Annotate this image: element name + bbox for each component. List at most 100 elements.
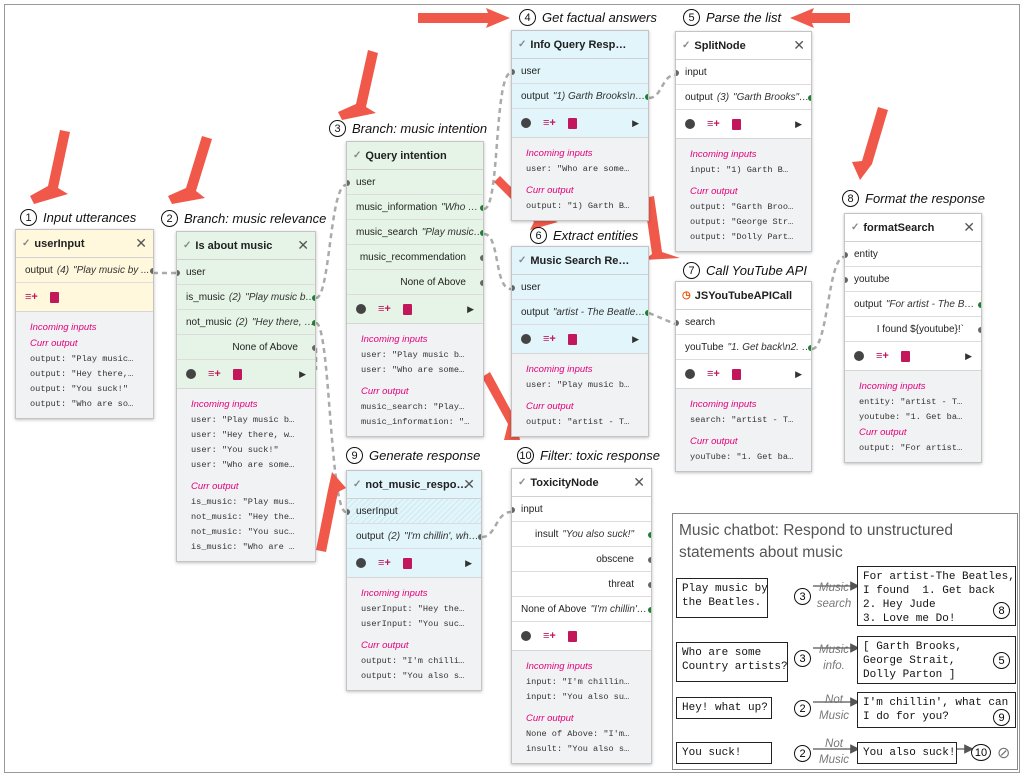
output-dot[interactable] — [808, 95, 811, 101]
node-header[interactable]: ◷JSYouTubeAPICall — [676, 282, 811, 310]
output-dot[interactable] — [312, 320, 315, 326]
output-port-row[interactable]: None of Above"I'm chillin'… — [512, 597, 651, 622]
debug-icon[interactable] — [521, 334, 531, 344]
bookmark-icon[interactable] — [731, 118, 741, 130]
input-dot[interactable] — [845, 277, 848, 283]
output-dot[interactable] — [480, 255, 483, 261]
output-dot[interactable] — [648, 582, 651, 588]
bookmark-icon[interactable] — [567, 117, 577, 129]
debug-icon[interactable] — [521, 631, 531, 641]
play-icon[interactable]: ▶ — [632, 333, 639, 344]
output-dot[interactable] — [312, 345, 315, 351]
input-port-row[interactable]: input — [676, 60, 811, 85]
bookmark-icon[interactable] — [567, 630, 577, 642]
node-header[interactable]: ✓userInput✕ — [16, 230, 153, 258]
play-icon[interactable]: ▶ — [965, 350, 972, 361]
bookmark-icon[interactable] — [232, 368, 242, 380]
input-dot[interactable] — [676, 70, 679, 76]
close-icon[interactable]: ✕ — [297, 237, 309, 253]
output-port-row[interactable]: output"artist - The Beatle… — [512, 300, 648, 325]
node-header[interactable]: ✓Info Query Resp… — [512, 31, 648, 59]
input-dot[interactable] — [347, 180, 350, 186]
output-dot[interactable] — [978, 302, 981, 308]
close-icon[interactable]: ✕ — [963, 219, 975, 235]
output-dot[interactable] — [150, 268, 153, 274]
play-icon[interactable]: ▶ — [465, 557, 472, 568]
node-header[interactable]: ✓not_music_respo…✕ — [347, 471, 481, 499]
add-list-icon[interactable]: ≡+ — [543, 333, 556, 345]
node-youtube-api[interactable]: ◷JSYouTubeAPICall search youTube"1. Get … — [675, 281, 812, 472]
debug-icon[interactable] — [356, 304, 366, 314]
bookmark-icon[interactable] — [567, 333, 577, 345]
input-dot[interactable] — [177, 270, 180, 276]
output-dot[interactable] — [480, 230, 483, 236]
output-port-row[interactable]: youTube"1. Get back\n2. … — [676, 335, 811, 360]
close-icon[interactable]: ✕ — [793, 37, 805, 53]
node-music-search[interactable]: ✓Music Search Re… user output"artist - T… — [511, 246, 649, 437]
debug-icon[interactable] — [186, 369, 196, 379]
node-toxicity[interactable]: ✓ToxicityNode✕ input insult"You also suc… — [511, 468, 652, 764]
output-port-row[interactable]: is_music(2)"Play music b… — [177, 285, 315, 310]
output-port-row[interactable]: I found ${youtube}!` — [845, 317, 981, 342]
play-icon[interactable]: ▶ — [299, 368, 306, 379]
bookmark-icon[interactable] — [402, 303, 412, 315]
add-list-icon[interactable]: ≡+ — [543, 117, 556, 129]
play-icon[interactable]: ▶ — [795, 118, 802, 129]
input-dot[interactable] — [512, 507, 515, 513]
output-dot[interactable] — [312, 295, 315, 301]
input-port-row[interactable]: userInput — [347, 499, 481, 524]
play-icon[interactable]: ▶ — [467, 303, 474, 314]
debug-icon[interactable] — [854, 351, 864, 361]
bookmark-icon[interactable] — [731, 368, 741, 380]
input-port-row[interactable]: entity — [845, 242, 981, 267]
input-dot[interactable] — [845, 252, 848, 258]
add-list-icon[interactable]: ≡+ — [543, 630, 556, 642]
output-port-row[interactable]: output"For artist - The B… — [845, 292, 981, 317]
output-dot[interactable] — [808, 345, 811, 351]
node-is-about-music[interactable]: ✓Is about music✕ user is_music(2)"Play m… — [176, 231, 316, 562]
output-dot[interactable] — [480, 205, 483, 211]
input-port-row[interactable]: user — [512, 275, 648, 300]
node-header[interactable]: ✓formatSearch✕ — [845, 214, 981, 242]
output-dot[interactable] — [645, 310, 648, 316]
add-list-icon[interactable]: ≡+ — [707, 368, 720, 380]
node-info-query[interactable]: ✓Info Query Resp… user output"1) Garth B… — [511, 30, 649, 221]
close-icon[interactable]: ✕ — [633, 474, 645, 490]
output-port-row[interactable]: obscene — [512, 547, 651, 572]
input-dot[interactable] — [512, 69, 515, 75]
add-list-icon[interactable]: ≡+ — [876, 350, 889, 362]
input-port-row[interactable]: user — [512, 59, 648, 84]
node-header[interactable]: ✓Query intention — [347, 142, 483, 170]
add-list-icon[interactable]: ≡+ — [707, 118, 720, 130]
output-dot[interactable] — [478, 534, 481, 540]
node-userinput[interactable]: ✓userInput✕ output(4)"Play music by ... … — [15, 229, 154, 419]
node-header[interactable]: ✓Is about music✕ — [177, 232, 315, 260]
bookmark-icon[interactable] — [402, 557, 412, 569]
debug-icon[interactable] — [685, 369, 695, 379]
add-list-icon[interactable]: ≡+ — [25, 291, 38, 303]
node-header[interactable]: ✓Music Search Re… — [512, 247, 648, 275]
input-port-row[interactable]: search — [676, 310, 811, 335]
output-port-row[interactable]: output"1) Garth Brooks\n… — [512, 84, 648, 109]
bookmark-icon[interactable] — [900, 350, 910, 362]
output-port-row[interactable]: output(4)"Play music by ... — [16, 258, 153, 283]
output-dot[interactable] — [978, 327, 981, 333]
play-icon[interactable]: ▶ — [795, 368, 802, 379]
output-dot[interactable] — [645, 94, 648, 100]
close-icon[interactable]: ✕ — [463, 476, 475, 492]
output-port-row[interactable]: insult"You also suck!" — [512, 522, 651, 547]
input-port-row[interactable]: youtube — [845, 267, 981, 292]
output-dot[interactable] — [648, 557, 651, 563]
debug-icon[interactable] — [521, 118, 531, 128]
output-port-row[interactable]: output(3)"Garth Brooks"… — [676, 85, 811, 110]
close-icon[interactable]: ✕ — [135, 235, 147, 251]
output-port-row[interactable]: threat — [512, 572, 651, 597]
output-port-row[interactable]: music_search"Play music… — [347, 220, 483, 245]
output-port-row[interactable]: music_recommendation — [347, 245, 483, 270]
add-list-icon[interactable]: ≡+ — [208, 368, 221, 380]
node-header[interactable]: ✓ToxicityNode✕ — [512, 469, 651, 497]
node-query-intention[interactable]: ✓Query intention user music_information"… — [346, 141, 484, 437]
play-icon[interactable]: ▶ — [632, 117, 639, 128]
input-port-row[interactable]: user — [347, 170, 483, 195]
output-port-row[interactable]: None of Above — [347, 270, 483, 295]
